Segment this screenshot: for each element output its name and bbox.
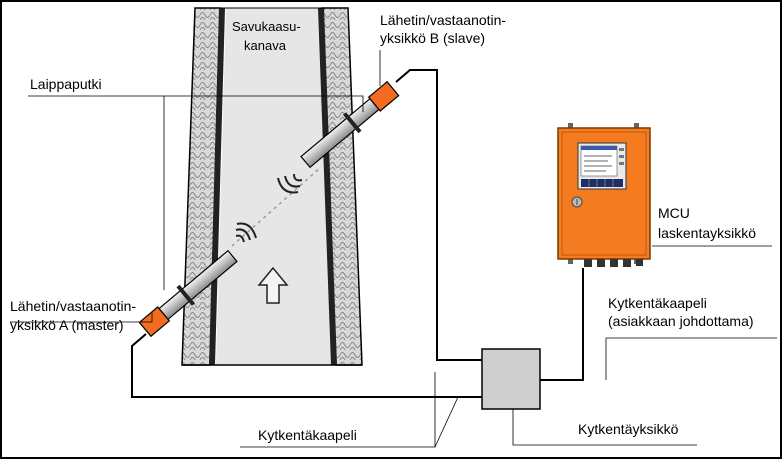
signal-waves-b-icon <box>277 173 303 194</box>
cable-a <box>131 333 482 398</box>
unit-a-head <box>138 306 171 338</box>
flange-a <box>176 284 195 306</box>
cable-gland <box>584 259 592 267</box>
duct-label-2: kanava <box>244 38 287 53</box>
mcu-unit <box>557 123 651 267</box>
mcu-label-2: laskentayksikkö <box>658 225 756 241</box>
cable-b <box>395 69 482 361</box>
signal-waves-a-icon <box>235 222 257 243</box>
cable-mcu <box>540 268 584 381</box>
mcu-label-1: MCU <box>658 205 690 221</box>
flange-b <box>343 112 362 134</box>
flange-pipe-label: Laippaputki <box>30 76 102 92</box>
junction-label: Kytkentäyksikkö <box>578 421 679 437</box>
unit-a-label-1: Lähetin/vastaanotin- <box>10 298 136 314</box>
flue-duct <box>181 7 363 366</box>
transceiver-a <box>138 249 238 338</box>
unit-a-label-2: yksikkö A (master) <box>10 317 124 333</box>
unit-b-label-2: yksikkö B (slave) <box>380 30 485 46</box>
flow-arrow-icon <box>257 266 289 304</box>
leader-lines <box>10 50 777 448</box>
measurement-path <box>231 167 321 247</box>
unit-b-label-1: Lähetin/vastaanotin- <box>380 12 506 28</box>
duct-right-wall <box>318 7 337 366</box>
junction-box <box>481 348 541 410</box>
duct-left-wall <box>209 7 225 366</box>
cable-label: Kytkentäkaapeli <box>258 427 357 443</box>
unit-b-head <box>367 80 400 112</box>
duct-label-1: Savukaasu- <box>232 19 301 34</box>
duct-interior <box>216 8 332 365</box>
transceiver-b <box>300 80 400 169</box>
cable-customer-label-2: (asiakkaan johdottama) <box>608 313 754 329</box>
cable-customer-label-1: Kytkentäkaapeli <box>608 295 707 311</box>
